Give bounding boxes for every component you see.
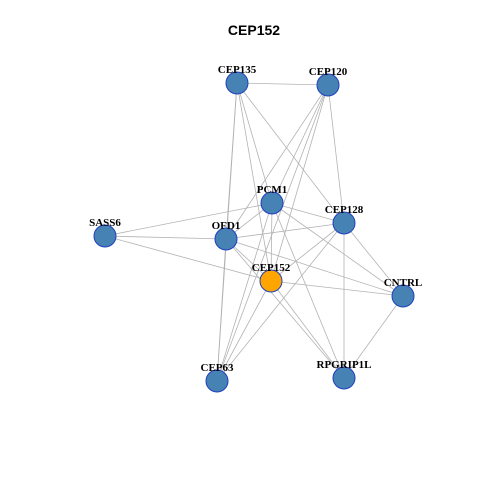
edge-ofd1-cep63: [216, 238, 227, 382]
node-label-sass6: SASS6: [89, 217, 121, 229]
edge-pcm1-cntrl: [271, 202, 404, 297]
node-pcm1[interactable]: [260, 191, 284, 215]
node-rpgrip1l[interactable]: [332, 366, 356, 390]
edge-cep135-cep152: [236, 82, 272, 282]
node-cep63[interactable]: [205, 369, 229, 393]
edge-cep120-cep152: [270, 84, 329, 282]
node-label-cntrl: CNTRL: [384, 277, 423, 289]
node-label-cep152: CEP152: [252, 262, 291, 274]
node-label-pcm1: PCM1: [257, 184, 288, 196]
node-cep120[interactable]: [316, 73, 340, 97]
edge-pcm1-cep128: [271, 202, 345, 224]
node-label-cep120: CEP120: [309, 66, 348, 78]
node-label-cep135: CEP135: [218, 64, 257, 76]
edge-cep135-cep128: [236, 82, 345, 224]
node-ofd1[interactable]: [214, 227, 238, 251]
edge-cep128-cep152: [270, 222, 345, 282]
edge-layer: [104, 82, 404, 382]
node-layer: [93, 71, 415, 393]
edge-pcm1-cep152: [270, 202, 273, 282]
edge-cep135-pcm1: [236, 82, 273, 204]
edge-pcm1-rpgrip1l: [271, 202, 345, 379]
node-label-cep63: CEP63: [201, 362, 235, 374]
edge-cep128-cep63: [216, 222, 345, 382]
edge-cntrl-rpgrip1l: [343, 295, 404, 379]
edge-pcm1-cep63: [216, 202, 273, 382]
node-cntrl[interactable]: [391, 284, 415, 308]
edge-sass6-cep152: [104, 235, 272, 282]
edge-cep152-cep63: [216, 280, 272, 382]
node-cep135[interactable]: [225, 71, 249, 95]
edge-cep120-pcm1: [271, 84, 329, 204]
edge-ofd1-cntrl: [225, 238, 404, 297]
edge-cep128-cntrl: [343, 222, 404, 297]
edge-cep135-cep120: [236, 82, 329, 86]
edge-cep120-ofd1: [225, 84, 329, 240]
node-cep152[interactable]: [259, 269, 283, 293]
node-cep128[interactable]: [332, 211, 356, 235]
edge-cep120-cep128: [327, 84, 345, 224]
edge-ofd1-cep128: [225, 222, 345, 240]
node-label-cep128: CEP128: [325, 204, 364, 216]
edge-cep152-cntrl: [270, 280, 404, 297]
node-sass6[interactable]: [93, 224, 117, 248]
edge-cep152-rpgrip1l: [270, 280, 345, 379]
node-label-ofd1: OFD1: [212, 220, 241, 232]
diagram-title: CEP152: [228, 22, 280, 38]
edge-ofd1-rpgrip1l: [225, 238, 345, 379]
node-label-rpgrip1l: RPGRIP1L: [317, 359, 372, 371]
edge-sass6-ofd1: [104, 235, 227, 240]
edge-pcm1-sass6: [104, 202, 273, 237]
